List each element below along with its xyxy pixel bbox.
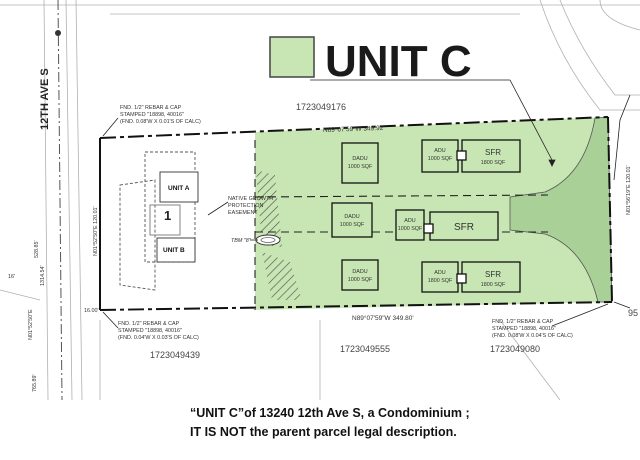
adu-1-footprint bbox=[421, 139, 459, 173]
svg-text:NATIVE GROWTH: NATIVE GROWTH bbox=[228, 196, 273, 202]
edge-number: 95 bbox=[628, 308, 638, 318]
unit-b-label: UNIT B bbox=[163, 247, 185, 254]
svg-text:FND. 1/2" REBAR & CAP: FND. 1/2" REBAR & CAP bbox=[118, 321, 180, 327]
dadu-2-footprint bbox=[331, 202, 373, 238]
lot-number: 1 bbox=[164, 208, 171, 223]
svg-text:STAMPED "18898, 40016": STAMPED "18898, 40016" bbox=[492, 326, 556, 332]
building-labels: DADU 1000 SQF ADU 1000 SQF SFR 1800 SQF … bbox=[340, 148, 506, 288]
background-linework bbox=[0, 0, 640, 401]
legend-swatch bbox=[269, 36, 315, 78]
dadu-3-name: DADU bbox=[352, 269, 367, 275]
leader-lines bbox=[102, 79, 631, 329]
street-dimension-c: 1314.54' bbox=[40, 265, 46, 286]
street-dimension-a: 528.85' bbox=[34, 240, 40, 258]
tbm-label: TBM "8" bbox=[231, 238, 252, 244]
parcel-south-mid: 1723049555 bbox=[340, 344, 390, 354]
west-line-bearing: N01°52'50"E 120.01' bbox=[93, 206, 99, 256]
parcel-south-east: 1723049080 bbox=[490, 344, 540, 354]
hatched-area-west-2 bbox=[262, 252, 302, 300]
svg-text:STAMPED "18898, 40016": STAMPED "18898, 40016" bbox=[120, 112, 184, 118]
unit-a-footprint bbox=[159, 171, 199, 203]
unit-b-footprint bbox=[156, 237, 196, 263]
legal-note-line-2: IT IS NOT the parent parcel legal descri… bbox=[190, 425, 457, 439]
parcel-boundary-south bbox=[99, 301, 613, 311]
legal-note: “UNIT C”of 13240 12th Ave S, a Condomini… bbox=[190, 404, 570, 442]
svg-text:(FND. 0.08'W X 0.04'S OF CALC): (FND. 0.08'W X 0.04'S OF CALC) bbox=[492, 333, 573, 339]
building-connectors bbox=[423, 150, 467, 284]
south-line-bearing: N89°07'59"W 349.80' bbox=[352, 314, 414, 322]
sfr-2-name: SFR bbox=[454, 222, 474, 233]
street-centerline bbox=[57, 0, 63, 401]
dadu-1-footprint bbox=[341, 142, 379, 184]
street-dimension-d: 765.89' bbox=[32, 374, 38, 392]
parcel-boundary-east bbox=[607, 116, 613, 303]
tbm-marker-icon bbox=[255, 234, 281, 246]
sfr-3-size: 1800 SQF bbox=[481, 282, 506, 288]
sfr-1-name: SFR bbox=[485, 148, 501, 157]
adu-3-size: 1800 SQF bbox=[428, 278, 453, 284]
turnaround-area bbox=[509, 116, 613, 303]
street-dimension-b: N01°52'50"E bbox=[28, 309, 34, 340]
monument-note-nw: FND. 1/2" REBAR & CAP STAMPED "18898, 40… bbox=[120, 105, 201, 125]
adu-3-footprint bbox=[421, 261, 459, 293]
dadu-1-size: 1000 SQF bbox=[348, 164, 373, 170]
dadu-2-name: DADU bbox=[344, 214, 359, 220]
street-name: 12TH AVE S bbox=[39, 68, 51, 130]
hatched-area-west-1 bbox=[256, 170, 282, 247]
adu-1-size: 1000 SQF bbox=[428, 156, 453, 162]
dadu-3-size: 1000 SQF bbox=[348, 277, 373, 283]
easement-label: NATIVE GROWTH PROTECTION EASEMENT bbox=[228, 196, 273, 216]
monument-note-se: FND. 1/2" REBAR & CAP STAMPED "18898, 40… bbox=[492, 319, 573, 339]
dadu-1-name: DADU bbox=[352, 156, 367, 162]
sfr-3-name: SFR bbox=[485, 270, 501, 279]
adu-2-footprint bbox=[395, 209, 425, 241]
existing-structures bbox=[119, 151, 199, 291]
street-monument-icon bbox=[55, 30, 61, 36]
parcel-south-west: 1723049439 bbox=[150, 350, 200, 360]
north-line-bearing: N89°07'59"W 349.92' bbox=[323, 124, 385, 134]
sfr-2-footprint bbox=[429, 211, 499, 241]
dadu-2-size: 1000 SQF bbox=[340, 222, 365, 228]
monument-note-sw: FND. 1/2" REBAR & CAP STAMPED "18898, 40… bbox=[118, 321, 199, 341]
street-dimension-e: 16' bbox=[8, 274, 15, 280]
legal-note-line-1: “UNIT C”of 13240 12th Ave S, a Condomini… bbox=[190, 406, 470, 420]
parcel-north: 1723049176 bbox=[296, 102, 346, 112]
dadu-3-footprint bbox=[341, 259, 379, 291]
svg-text:FND. 1/2" REBAR & CAP: FND. 1/2" REBAR & CAP bbox=[120, 105, 182, 111]
parcel-boundary-north bbox=[99, 116, 609, 139]
adu-2-name: ADU bbox=[404, 218, 415, 224]
adu-2-size: 1000 SQF bbox=[398, 226, 423, 232]
east-line-bearing: N01°56'19"E 120.01' bbox=[626, 165, 632, 215]
adu-1-name: ADU bbox=[434, 148, 445, 154]
unit-a-label: UNIT A bbox=[168, 185, 190, 192]
svg-text:EASEMENT: EASEMENT bbox=[228, 210, 258, 216]
adu-3-name: ADU bbox=[434, 270, 445, 276]
svg-text:FND. 1/2" REBAR & CAP: FND. 1/2" REBAR & CAP bbox=[492, 319, 554, 325]
svg-text:(FND. 0.08'W X 0.01'S OF CALC): (FND. 0.08'W X 0.01'S OF CALC) bbox=[120, 119, 201, 125]
svg-text:PROTECTION: PROTECTION bbox=[228, 203, 263, 209]
sfr-1-size: 1800 SQF bbox=[481, 160, 506, 166]
sfr-1-footprint bbox=[461, 139, 521, 173]
svg-text:STAMPED "18898, 40016": STAMPED "18898, 40016" bbox=[118, 328, 182, 334]
svg-text:(FND. 0.04'W X 0.03'S OF CALC): (FND. 0.04'W X 0.03'S OF CALC) bbox=[118, 335, 199, 341]
legend-title: UNIT C bbox=[325, 37, 472, 86]
street-dimension-f: 16.00' bbox=[84, 308, 99, 314]
